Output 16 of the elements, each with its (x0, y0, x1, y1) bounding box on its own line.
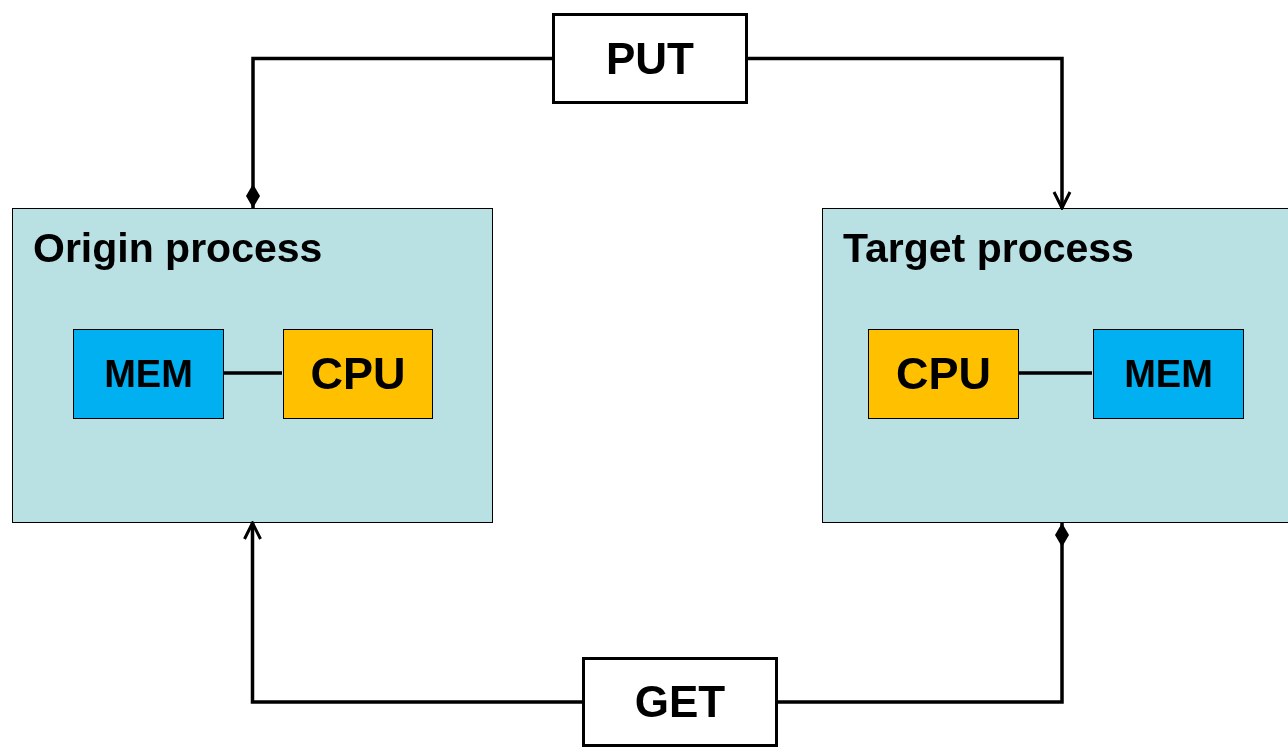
process-title: Target process (843, 225, 1134, 272)
arrow (243, 521, 582, 704)
memory-box: MEM (73, 329, 224, 419)
operation-box: PUT (552, 13, 748, 104)
operation-box: GET (582, 657, 778, 747)
process-box (12, 208, 493, 523)
memory-box: MEM (1093, 329, 1244, 419)
cpu-box: CPU (283, 329, 433, 419)
connector-line (246, 56, 552, 208)
process-box (822, 208, 1288, 523)
connector-line (1018, 371, 1092, 375)
arrow (748, 56, 1072, 210)
process-title: Origin process (33, 225, 323, 272)
connector-line (223, 371, 282, 375)
cpu-box: CPU (868, 329, 1019, 419)
connector-line (778, 523, 1069, 704)
